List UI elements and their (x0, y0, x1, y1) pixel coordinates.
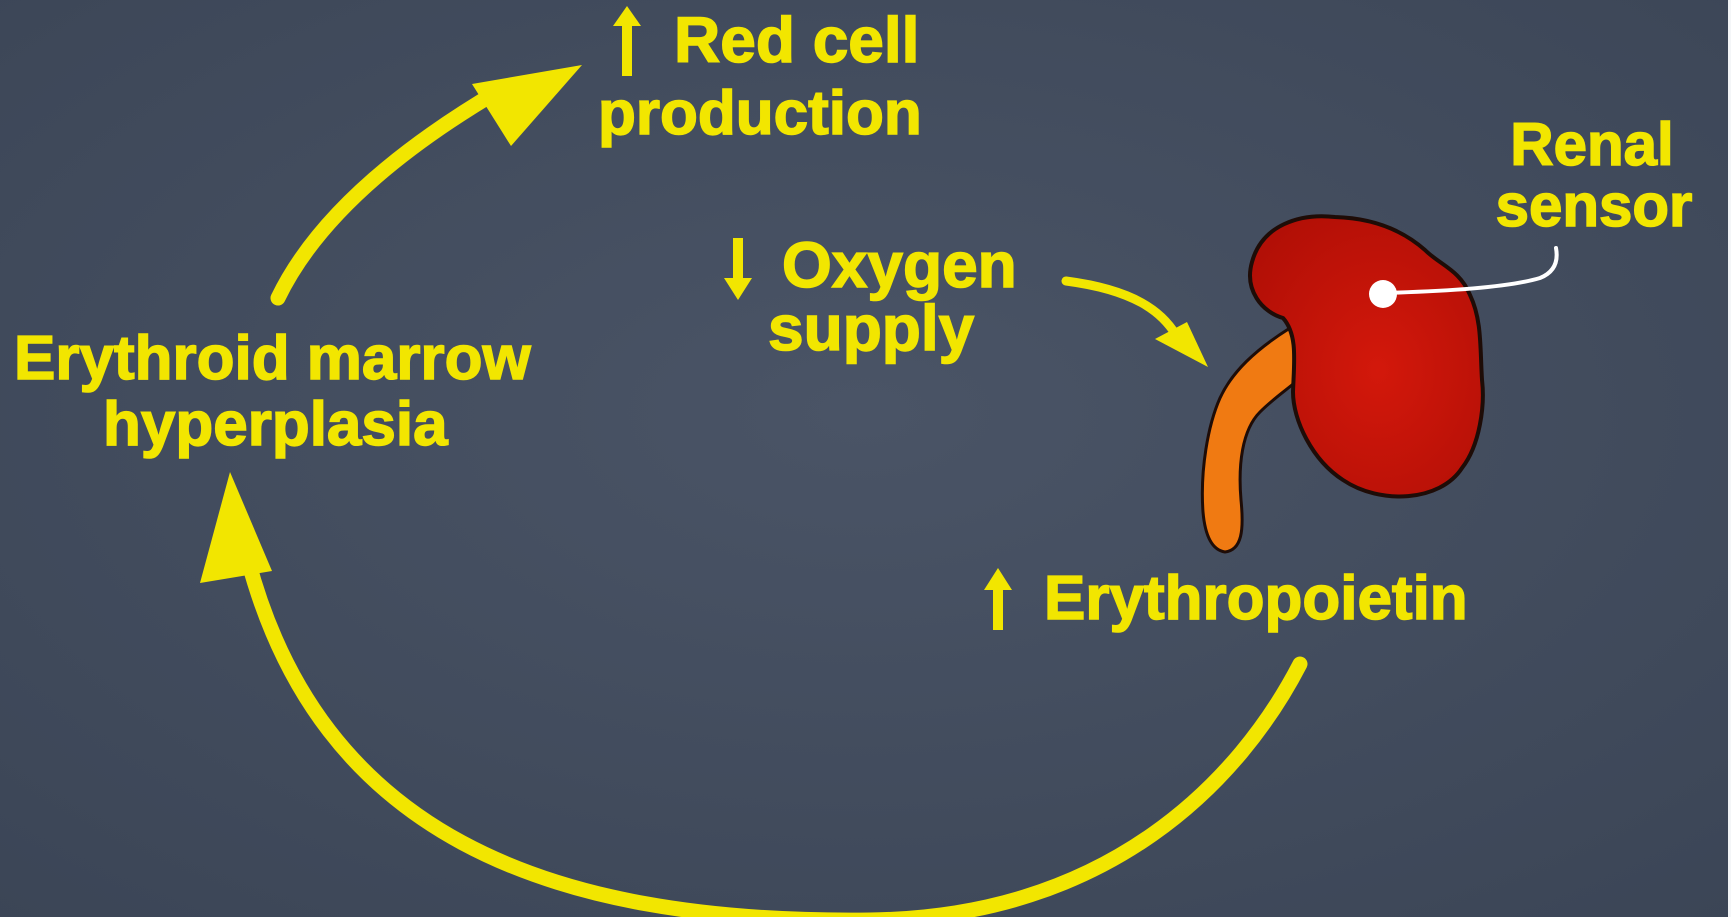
oxygen-line-2: supply (768, 292, 975, 364)
erythropoietin-label: Erythropoietin (984, 564, 1468, 633)
red-cell-line-1: Red cell (674, 4, 919, 76)
oxygen-line-1: Oxygen (782, 229, 1017, 301)
marrow-line-1: Erythroid marrow (14, 324, 532, 393)
erythropoietin-text: Erythropoietin (1044, 564, 1468, 633)
marrow-line-2: hyperplasia (103, 390, 448, 459)
sensor-dot-icon (1369, 280, 1397, 308)
red-cell-line-2: production (598, 79, 922, 148)
renal-sensor-label: Renal sensor (1496, 111, 1693, 239)
renal-line-2: sensor (1496, 172, 1693, 239)
renal-line-1: Renal (1510, 111, 1673, 178)
